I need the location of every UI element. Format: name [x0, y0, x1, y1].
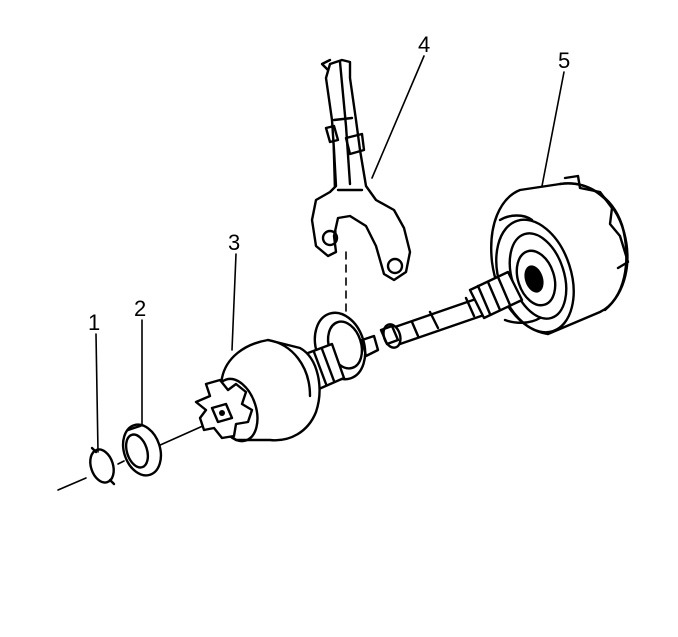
part-1-retaining-ring	[89, 446, 116, 486]
callout-5: 5	[558, 48, 570, 73]
part-3-drive-pinion-assembly	[194, 311, 380, 443]
leader-lines	[95, 55, 565, 453]
part-2-collar	[121, 423, 163, 477]
callout-1: 1	[88, 310, 100, 335]
callout-4: 4	[418, 32, 430, 57]
callout-3: 3	[228, 230, 240, 255]
callout-2: 2	[134, 296, 146, 321]
part-4-shift-lever	[310, 58, 412, 282]
part-5-drive-housing	[379, 174, 630, 349]
